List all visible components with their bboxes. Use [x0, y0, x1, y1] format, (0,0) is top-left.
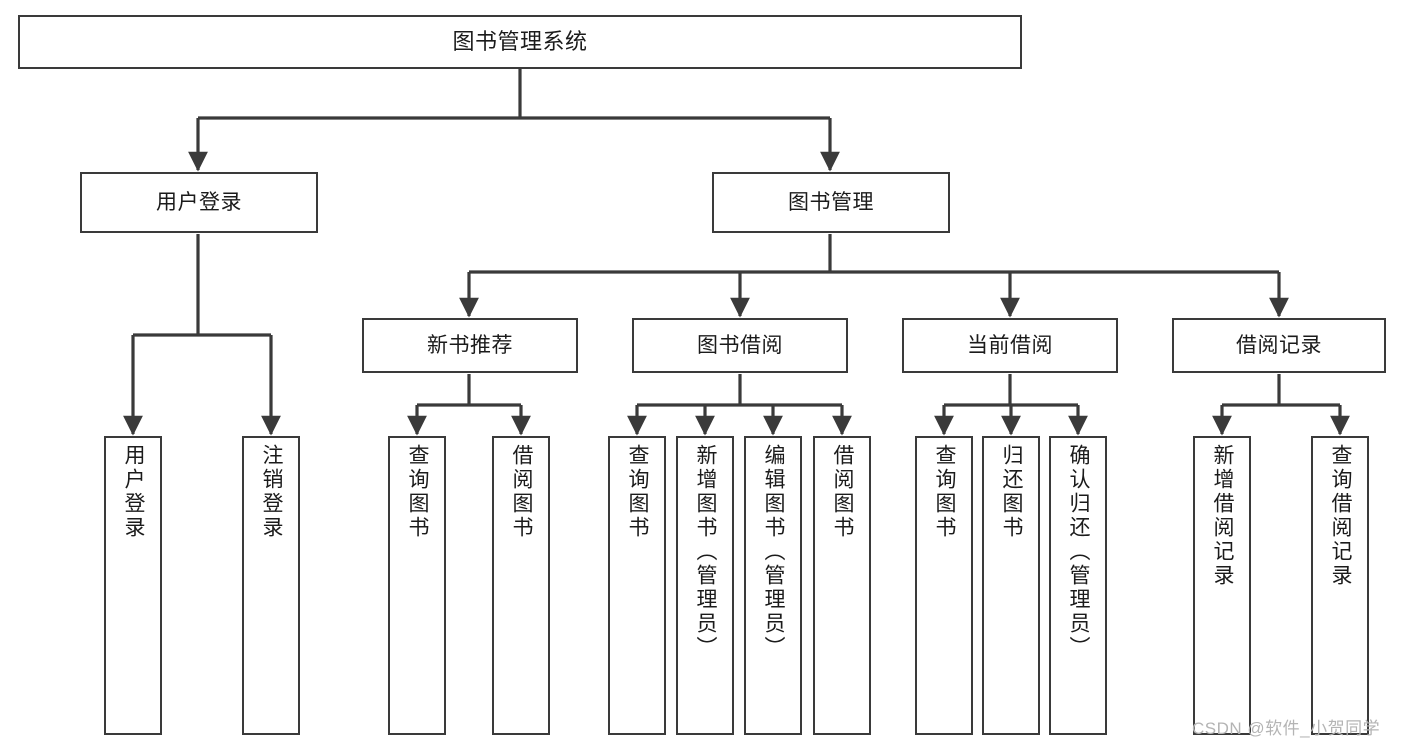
node-leaf-query-book-2[interactable]: 查询图书 [608, 436, 666, 735]
node-leaf-add-book-label: 新增图书（管理员） [694, 444, 718, 660]
node-leaf-user-login-label: 用户登录 [122, 444, 146, 540]
node-leaf-borrow-book-2[interactable]: 借阅图书 [813, 436, 871, 735]
node-root[interactable]: 图书管理系统 [18, 15, 1022, 69]
node-leaf-add-book[interactable]: 新增图书（管理员） [676, 436, 734, 735]
node-user-login-label: 用户登录 [156, 190, 242, 214]
node-leaf-query-book-1[interactable]: 查询图书 [388, 436, 446, 735]
node-book-borrow-label: 图书借阅 [697, 333, 783, 357]
node-leaf-query-book-1-label: 查询图书 [406, 444, 430, 540]
node-leaf-borrow-book-1-label: 借阅图书 [510, 444, 534, 540]
node-leaf-user-logout-label: 注销登录 [260, 444, 284, 540]
node-leaf-return-book[interactable]: 归还图书 [982, 436, 1040, 735]
node-leaf-query-book-3-label: 查询图书 [933, 444, 957, 540]
node-leaf-edit-book-label: 编辑图书（管理员） [762, 444, 786, 660]
node-leaf-user-login[interactable]: 用户登录 [104, 436, 162, 735]
node-new-book-recommend-label: 新书推荐 [427, 333, 513, 357]
node-leaf-add-record[interactable]: 新增借阅记录 [1193, 436, 1251, 735]
node-borrow-record[interactable]: 借阅记录 [1172, 318, 1386, 373]
node-current-borrow[interactable]: 当前借阅 [902, 318, 1118, 373]
node-leaf-add-record-label: 新增借阅记录 [1211, 444, 1235, 588]
node-book-manage-label: 图书管理 [788, 190, 874, 214]
node-leaf-borrow-book-2-label: 借阅图书 [831, 444, 855, 540]
node-leaf-query-book-3[interactable]: 查询图书 [915, 436, 973, 735]
node-leaf-user-logout[interactable]: 注销登录 [242, 436, 300, 735]
node-current-borrow-label: 当前借阅 [967, 333, 1053, 357]
node-leaf-query-record-label: 查询借阅记录 [1329, 444, 1353, 588]
node-book-borrow[interactable]: 图书借阅 [632, 318, 848, 373]
node-leaf-return-book-label: 归还图书 [1000, 444, 1024, 540]
node-leaf-query-book-2-label: 查询图书 [626, 444, 650, 540]
node-leaf-confirm-return-label: 确认归还（管理员） [1067, 444, 1091, 660]
node-leaf-confirm-return[interactable]: 确认归还（管理员） [1049, 436, 1107, 735]
node-user-login[interactable]: 用户登录 [80, 172, 318, 233]
node-root-label: 图书管理系统 [452, 28, 588, 54]
csdn-watermark: CSDN @软件_小贺同学 [1192, 719, 1381, 738]
node-borrow-record-label: 借阅记录 [1236, 333, 1322, 357]
node-leaf-borrow-book-1[interactable]: 借阅图书 [492, 436, 550, 735]
node-leaf-edit-book[interactable]: 编辑图书（管理员） [744, 436, 802, 735]
node-new-book-recommend[interactable]: 新书推荐 [362, 318, 578, 373]
node-book-manage[interactable]: 图书管理 [712, 172, 950, 233]
node-leaf-query-record[interactable]: 查询借阅记录 [1311, 436, 1369, 735]
